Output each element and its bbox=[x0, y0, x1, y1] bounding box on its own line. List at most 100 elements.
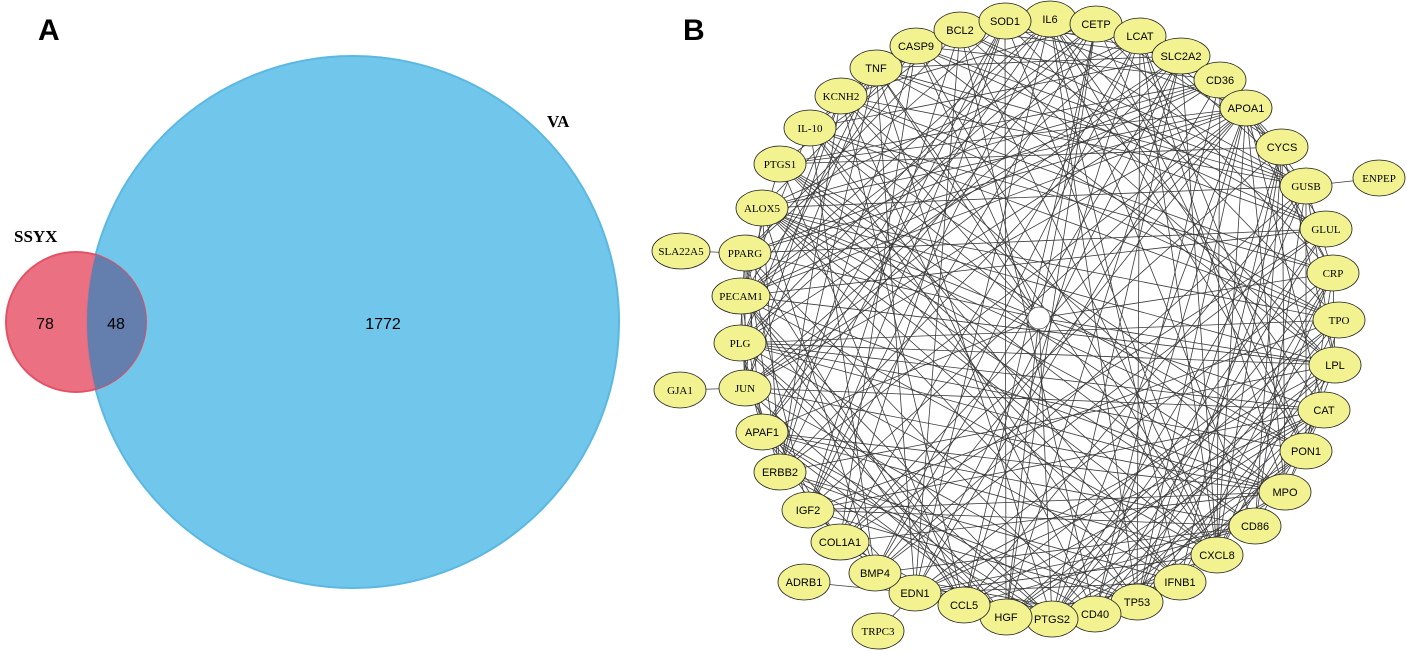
node-cd36[interactable]: CD36 bbox=[1193, 61, 1247, 99]
node-crp[interactable]: CRP bbox=[1306, 254, 1360, 292]
node-label: GLUL bbox=[1311, 224, 1341, 236]
network-edge bbox=[739, 55, 1182, 344]
network-edge bbox=[875, 67, 1053, 620]
node-lcat[interactable]: LCAT bbox=[1113, 17, 1167, 55]
node-label: CAT bbox=[1313, 405, 1334, 417]
node-gusb[interactable]: GUSB bbox=[1279, 167, 1333, 205]
node-label: PECAM1 bbox=[719, 291, 762, 303]
node-plg[interactable]: PLG bbox=[713, 324, 767, 362]
node-ptgs1[interactable]: PTGS1 bbox=[753, 145, 807, 183]
ssyx-set-label: SSYX bbox=[14, 227, 58, 246]
node-shape bbox=[1352, 159, 1406, 197]
node-slc2a2[interactable]: SLC2A2 bbox=[1151, 37, 1211, 75]
node-label: CD86 bbox=[1241, 521, 1269, 533]
node-trpc3[interactable]: TRPC3 bbox=[851, 612, 905, 650]
node-label: IFNB1 bbox=[1164, 577, 1195, 589]
node-il6[interactable]: IL6 bbox=[1023, 0, 1077, 38]
node-apaf1[interactable]: APAF1 bbox=[735, 413, 789, 451]
node-col1a1[interactable]: COL1A1 bbox=[810, 523, 870, 561]
network-edge bbox=[839, 228, 1327, 543]
node-cetp[interactable]: CETP bbox=[1069, 5, 1123, 43]
node-label: ERBB2 bbox=[762, 467, 798, 479]
network-edge bbox=[779, 146, 1283, 165]
network-edge bbox=[959, 29, 1336, 366]
node-sla22a5[interactable]: SLA22A5 bbox=[651, 232, 711, 270]
network-edge bbox=[739, 342, 1286, 493]
node-shape bbox=[1151, 37, 1211, 75]
network-edge bbox=[1254, 146, 1283, 527]
network-edge bbox=[839, 35, 1141, 543]
network-edge bbox=[739, 342, 1007, 618]
node-bmp4[interactable]: BMP4 bbox=[848, 554, 902, 592]
node-ptgs2[interactable]: PTGS2 bbox=[1025, 600, 1079, 638]
node-cd86[interactable]: CD86 bbox=[1228, 507, 1282, 545]
node-label: PTGS1 bbox=[764, 159, 796, 171]
panel-a-label: A bbox=[38, 14, 60, 47]
network-edge bbox=[761, 207, 876, 574]
node-tpo[interactable]: TPO bbox=[1312, 301, 1366, 339]
node-bcl2[interactable]: BCL2 bbox=[933, 11, 987, 49]
network-edge bbox=[1216, 79, 1221, 556]
node-igf2[interactable]: IGF2 bbox=[781, 491, 835, 529]
node-cxcl8[interactable]: CXCL8 bbox=[1190, 536, 1244, 574]
network-edge bbox=[1051, 364, 1336, 620]
node-label: GUSB bbox=[1291, 181, 1320, 193]
network-edge bbox=[1049, 18, 1325, 411]
network-edge bbox=[744, 387, 1286, 493]
intersection-count: 48 bbox=[107, 316, 125, 333]
node-pparg[interactable]: PPARG bbox=[718, 234, 772, 272]
node-tnf[interactable]: TNF bbox=[849, 49, 903, 87]
node-cycs[interactable]: CYCS bbox=[1255, 128, 1309, 166]
node-adrb1[interactable]: ADRB1 bbox=[777, 563, 831, 601]
node-enpep[interactable]: ENPEP bbox=[1352, 159, 1406, 197]
node-sod1[interactable]: SOD1 bbox=[978, 2, 1032, 40]
node-mpo[interactable]: MPO bbox=[1258, 473, 1312, 511]
network-edge bbox=[809, 127, 1040, 319]
node-shape bbox=[653, 371, 707, 409]
network-edge bbox=[1051, 107, 1247, 620]
network-edge bbox=[1136, 185, 1307, 603]
node-apoa1[interactable]: APOA1 bbox=[1219, 89, 1273, 127]
node-shape bbox=[849, 49, 903, 87]
node-glul[interactable]: GLUL bbox=[1299, 210, 1353, 248]
network-edge bbox=[1005, 23, 1097, 618]
node-pecam1[interactable]: PECAM1 bbox=[711, 277, 771, 315]
network-edge bbox=[740, 228, 1327, 297]
node-il-10[interactable]: IL-10 bbox=[783, 109, 837, 147]
network-edge bbox=[1049, 18, 1138, 603]
network-edge bbox=[779, 163, 965, 606]
node-pon1[interactable]: PON1 bbox=[1279, 432, 1333, 470]
network-edge bbox=[739, 342, 1181, 583]
network-edge bbox=[915, 45, 1218, 556]
node-erbb2[interactable]: ERBB2 bbox=[753, 453, 807, 491]
network-edge bbox=[744, 107, 1247, 389]
network-edge bbox=[744, 252, 1096, 615]
node-kcnh2[interactable]: KCNH2 bbox=[814, 77, 868, 115]
network-edge bbox=[875, 67, 1340, 321]
node-ccl5[interactable]: CCL5 bbox=[937, 586, 991, 624]
network-edge bbox=[1139, 35, 1286, 493]
node-edn1[interactable]: EDN1 bbox=[888, 574, 942, 612]
network-edge bbox=[740, 295, 1286, 493]
node-lpl[interactable]: LPL bbox=[1308, 346, 1362, 384]
network-edge bbox=[875, 67, 1040, 319]
network-edge bbox=[840, 95, 1334, 274]
venn-panel: A SSYX VA 78 48 1772 bbox=[5, 14, 620, 589]
network-edge bbox=[807, 509, 1256, 527]
node-ifnb1[interactable]: IFNB1 bbox=[1153, 563, 1207, 601]
network-edge bbox=[807, 29, 961, 511]
node-cat[interactable]: CAT bbox=[1297, 391, 1351, 429]
network-edge bbox=[779, 45, 917, 473]
node-casp9[interactable]: CASP9 bbox=[889, 27, 943, 65]
network-edge bbox=[739, 342, 1336, 366]
node-label: CETP bbox=[1081, 19, 1110, 31]
network-edge bbox=[744, 79, 1221, 389]
node-jun[interactable]: JUN bbox=[718, 369, 772, 407]
node-label: JUN bbox=[735, 383, 755, 395]
network-edge bbox=[874, 228, 1327, 574]
node-alox5[interactable]: ALOX5 bbox=[735, 189, 789, 227]
node-gja1[interactable]: GJA1 bbox=[653, 371, 707, 409]
network-edge bbox=[839, 146, 1283, 543]
node-cd40[interactable]: CD40 bbox=[1068, 595, 1122, 633]
